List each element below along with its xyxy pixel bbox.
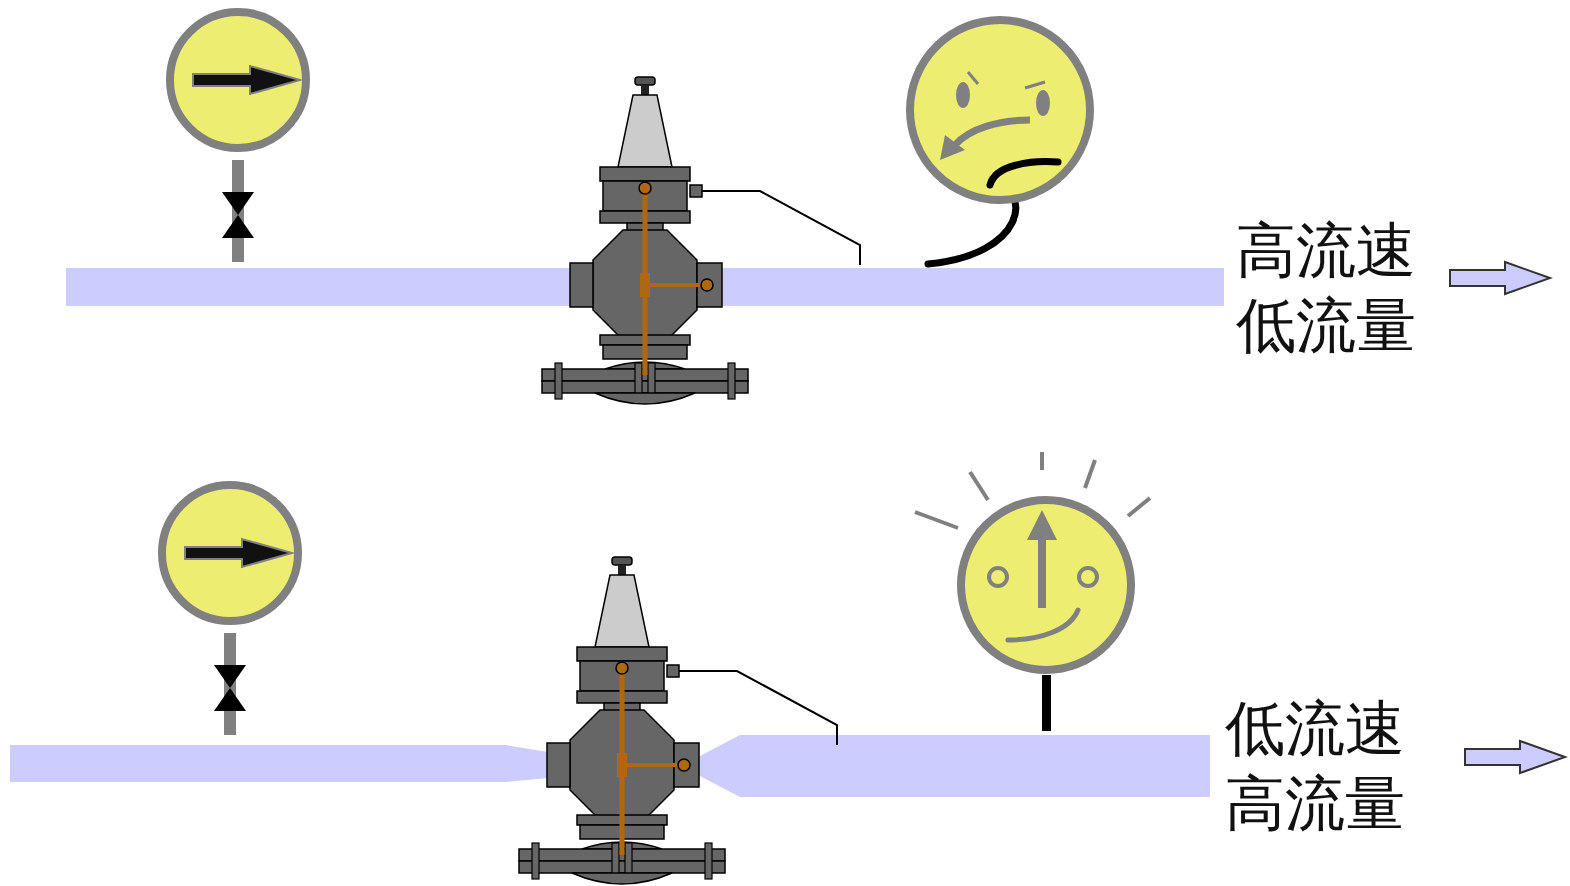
outlet-gauge-sad xyxy=(910,20,1090,264)
pressure-regulator xyxy=(542,77,860,404)
flow-arrow xyxy=(1465,741,1565,773)
flow-label: 低流量 xyxy=(1236,295,1416,355)
pressure-regulator xyxy=(519,557,837,884)
inlet-gauge xyxy=(170,12,306,262)
flow-label: 低流速 xyxy=(1225,698,1405,758)
outlet-gauge-happy xyxy=(915,452,1150,731)
pipe xyxy=(698,735,1210,797)
flow-label: 高流速 xyxy=(1236,220,1416,280)
pipe-taper xyxy=(505,745,548,782)
flow-label: 高流量 xyxy=(1225,773,1405,833)
inlet-gauge xyxy=(162,485,298,735)
pipe xyxy=(10,745,508,782)
flow-arrow xyxy=(1450,262,1550,294)
